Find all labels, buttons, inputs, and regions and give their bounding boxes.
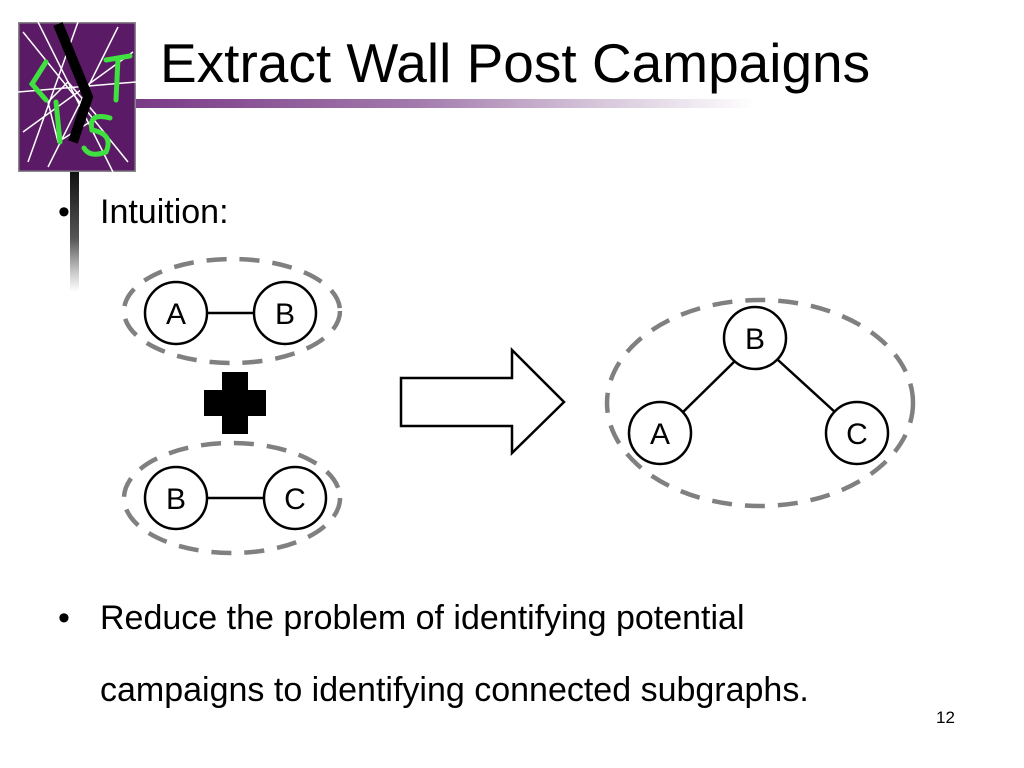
- node-b: [143, 465, 209, 531]
- node-label: A: [650, 418, 670, 451]
- node-b: [722, 305, 788, 371]
- node-label: A: [166, 298, 186, 331]
- edge-b-a: [681, 359, 737, 414]
- dashed-group-outline: [121, 256, 343, 366]
- arrow-right-icon: [399, 346, 566, 456]
- bullet-marker: •: [58, 599, 70, 637]
- plus-icon: [204, 372, 266, 434]
- bullet-marker: •: [58, 193, 70, 231]
- node-a: [627, 400, 693, 466]
- node-label: C: [284, 483, 306, 516]
- node-label: B: [275, 298, 295, 331]
- node-c: [262, 465, 328, 531]
- bullet-intuition: Intuition:: [100, 193, 229, 231]
- dashed-group-outline: [121, 440, 343, 556]
- edge-b-c: [777, 359, 837, 414]
- node-label: B: [745, 323, 765, 356]
- node-label: C: [846, 418, 868, 451]
- page-number: 12: [936, 708, 955, 727]
- title-underline: [136, 99, 756, 108]
- cist-logo: [18, 22, 136, 172]
- side-accent-bar: [70, 172, 79, 292]
- node-a: [143, 280, 209, 346]
- node-b: [252, 280, 318, 346]
- dashed-group-outline: [604, 297, 916, 509]
- slide-title: Extract Wall Post Campaigns: [160, 32, 871, 94]
- node-c: [824, 400, 890, 466]
- bullet-reduce-line2: campaigns to identifying connected subgr…: [100, 671, 809, 709]
- node-label: B: [166, 483, 186, 516]
- bullet-reduce-line1: Reduce the problem of identifying potent…: [100, 599, 745, 637]
